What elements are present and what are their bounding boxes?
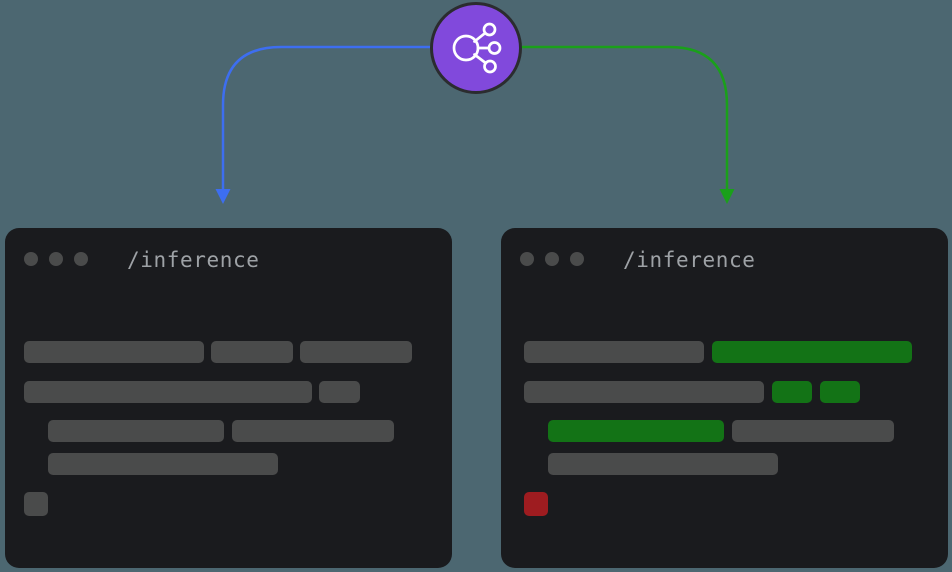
code-placeholder-bar [524,492,548,516]
window-dot [24,252,38,266]
window-controls [24,252,88,266]
window-dot [49,252,63,266]
window-dot [545,252,559,266]
code-placeholder-bar [24,492,48,516]
code-placeholder-bar [820,381,860,403]
window-dot [570,252,584,266]
code-placeholder-bar [24,381,312,403]
arrow-left-head [215,189,231,204]
code-placeholder-bar [548,453,778,475]
code-placeholder-bar [48,453,278,475]
arrow-right-head [719,189,735,204]
window-title: /inference [127,248,260,272]
arrow-right [520,45,729,190]
window-dot [520,252,534,266]
code-placeholder-bar [524,381,764,403]
network-branch-icon [452,22,502,74]
code-placeholder-bar [548,420,724,442]
terminal-window-left: /inference [5,228,452,568]
router-node [430,2,522,94]
code-placeholder-bar [24,341,204,363]
code-placeholder-bar [232,420,394,442]
terminal-window-right: /inference [501,228,948,568]
code-placeholder-bar [211,341,293,363]
window-title: /inference [623,248,756,272]
window-controls [520,252,584,266]
code-placeholder-bar [772,381,812,403]
code-placeholder-bar [712,341,912,363]
router-circle [430,2,522,94]
code-placeholder-bar [319,381,360,403]
code-placeholder-bar [732,420,894,442]
code-placeholder-bar [300,341,412,363]
arrow-left [221,45,432,190]
code-placeholder-bar [48,420,224,442]
code-placeholder-bar [524,341,704,363]
window-dot [74,252,88,266]
